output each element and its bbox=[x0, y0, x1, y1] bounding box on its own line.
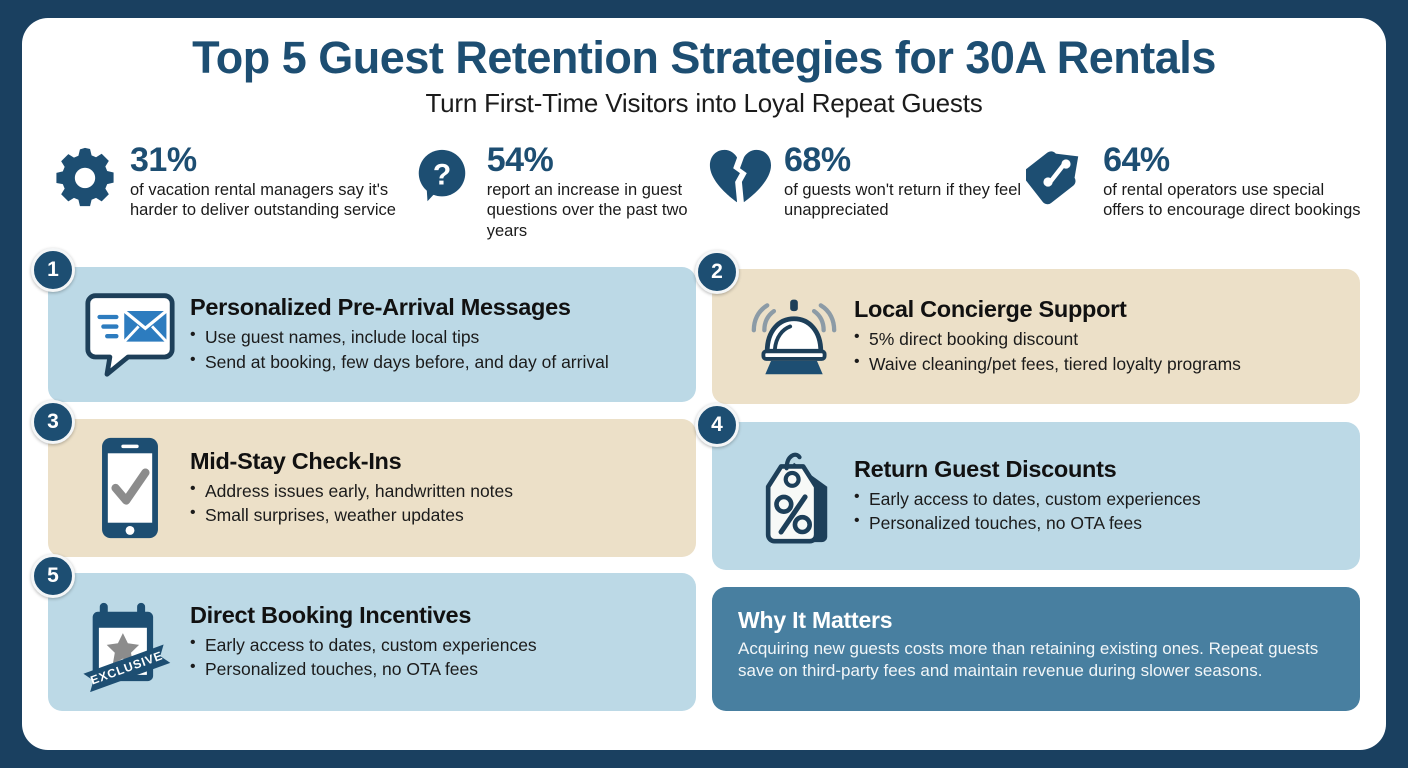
why-it-matters-title: Why It Matters bbox=[738, 606, 893, 633]
strategy-number-badge: 2 bbox=[695, 249, 739, 294]
stat-text: 31% of vacation rental managers say it's… bbox=[130, 141, 409, 220]
stat-item: 68% of guests won't return if they feel … bbox=[706, 141, 1025, 220]
list-item: Address issues early, handwritten notes bbox=[190, 478, 682, 503]
why-it-matters-body: Acquiring new guests costs more than ret… bbox=[738, 638, 1319, 680]
strategy-content: Direct Booking Incentives Early access t… bbox=[190, 602, 696, 681]
list-item: Waive cleaning/pet fees, tiered loyalty … bbox=[854, 351, 1346, 376]
list-item: Send at booking, few days before, and da… bbox=[190, 349, 682, 374]
stat-value: 68% bbox=[784, 141, 851, 180]
strategy-content: Return Guest Discounts Early access to d… bbox=[854, 456, 1360, 535]
stat-value: 64% bbox=[1103, 141, 1170, 180]
gear-icon bbox=[52, 143, 118, 209]
strategy-bullets: Early access to dates, custom experience… bbox=[190, 632, 682, 681]
list-item: Use guest names, include local tips bbox=[190, 324, 682, 349]
list-item: Small surprises, weather updates bbox=[190, 502, 682, 527]
svg-text:?: ? bbox=[433, 159, 451, 192]
strategy-title: Personalized Pre-Arrival Messages bbox=[190, 294, 571, 321]
infographic-panel: Top 5 Guest Retention Strategies for 30A… bbox=[22, 18, 1386, 750]
page-subtitle: Turn First-Time Visitors into Loyal Repe… bbox=[425, 88, 983, 119]
list-item: Personalized touches, no OTA fees bbox=[854, 510, 1346, 535]
strategy-card-2[interactable]: 2 Local Concierge Support 5% direct bbox=[695, 249, 1360, 404]
discount-tag-icon bbox=[746, 448, 842, 544]
smartphone-check-icon bbox=[82, 437, 178, 538]
stat-description: report an increase in guest questions ov… bbox=[486, 181, 688, 240]
strategy-card-4[interactable]: 4 Return Guest Discounts Early access to… bbox=[695, 402, 1360, 570]
price-tag-percent-icon bbox=[1025, 143, 1091, 209]
page-title: Top 5 Guest Retention Strategies for 30A… bbox=[192, 32, 1216, 83]
strategy-number-badge: 1 bbox=[31, 247, 75, 292]
strategy-number-badge: 5 bbox=[31, 553, 75, 598]
strategy-number-badge: 4 bbox=[695, 402, 739, 447]
calendar-star-exclusive-icon: EXCLUSIVE bbox=[82, 594, 178, 692]
strategy-card-5[interactable]: 5 EXCLUSIVE Direct Booking Incentives bbox=[31, 553, 696, 711]
strategy-card-1[interactable]: 1 Personalized Pre-Arrival Messages Use … bbox=[31, 247, 696, 402]
list-item: Early access to dates, custom experience… bbox=[190, 632, 682, 657]
strategy-title: Local Concierge Support bbox=[854, 296, 1127, 323]
message-bubble-envelope-icon bbox=[82, 286, 178, 382]
why-it-matters-panel: Why It Matters Acquiring new guests cost… bbox=[712, 586, 1360, 711]
statistics-row: 31% of vacation rental managers say it's… bbox=[22, 119, 1386, 240]
strategy-content: Mid-Stay Check-Ins Address issues early,… bbox=[190, 448, 696, 527]
strategy-title: Return Guest Discounts bbox=[854, 455, 1117, 482]
strategy-bullets: Early access to dates, custom experience… bbox=[854, 486, 1346, 535]
stat-value: 31% bbox=[130, 141, 197, 180]
stat-item: 64% of rental operators use special offe… bbox=[1025, 141, 1362, 220]
strategy-content: Personalized Pre-Arrival Messages Use gu… bbox=[190, 294, 696, 373]
strategy-bullets: Use guest names, include local tips Send… bbox=[190, 324, 682, 374]
strategy-bullets: 5% direct booking discount Waive cleanin… bbox=[854, 326, 1346, 376]
strategy-card-3[interactable]: 3 Mid-Stay Check-Ins Address issues earl… bbox=[31, 399, 696, 557]
stat-description: of vacation rental managers say it's har… bbox=[130, 181, 396, 220]
strategy-content: Local Concierge Support 5% direct bookin… bbox=[854, 296, 1360, 375]
list-item: Personalized touches, no OTA fees bbox=[190, 656, 682, 681]
stat-description: of rental operators use special offers t… bbox=[1103, 181, 1361, 220]
stat-text: 64% of rental operators use special offe… bbox=[1103, 141, 1362, 220]
broken-heart-icon bbox=[706, 143, 772, 209]
list-item: 5% direct booking discount bbox=[854, 326, 1346, 351]
list-item: Early access to dates, custom experience… bbox=[854, 486, 1346, 511]
stat-value: 54% bbox=[486, 141, 554, 180]
header: Top 5 Guest Retention Strategies for 30A… bbox=[22, 18, 1386, 119]
stat-description: of guests won't return if they feel unap… bbox=[784, 181, 1022, 220]
stat-item: 31% of vacation rental managers say it's… bbox=[52, 141, 409, 220]
strategy-title: Mid-Stay Check-Ins bbox=[190, 447, 402, 474]
strategy-number-badge: 3 bbox=[31, 399, 75, 444]
strategy-bullets: Address issues early, handwritten notes … bbox=[190, 478, 682, 527]
strategy-title: Direct Booking Incentives bbox=[190, 601, 472, 628]
stat-text: 54% report an increase in guest question… bbox=[487, 141, 706, 240]
stat-text: 68% of guests won't return if they feel … bbox=[784, 141, 1025, 220]
concierge-bell-icon bbox=[746, 288, 842, 384]
question-bubble-icon: ? bbox=[409, 143, 475, 209]
stat-item: ? 54% report an increase in guest questi… bbox=[409, 141, 706, 240]
